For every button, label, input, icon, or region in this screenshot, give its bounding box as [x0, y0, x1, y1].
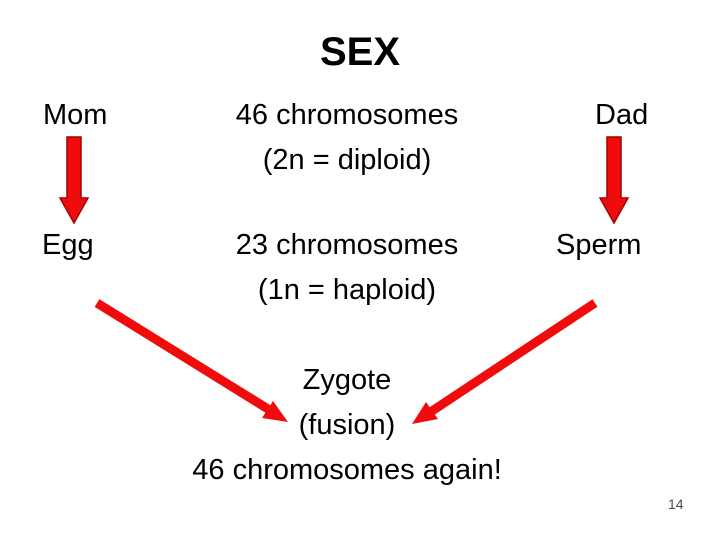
diploid-line-2: (2n = diploid): [262, 144, 432, 176]
egg-label: Egg: [42, 229, 94, 261]
egg-to-zygote-arrow-shaft: [94, 299, 271, 413]
dad-to-sperm-arrow: [598, 136, 630, 225]
sperm-to-zygote-arrow-head: [412, 402, 438, 424]
mom-label: Mom: [43, 99, 108, 131]
zygote-text-block: Zygote (fusion) 46 chromosomes again!: [167, 358, 527, 493]
zygote-line-3: 46 chromosomes again!: [192, 454, 502, 486]
dad-to-sperm-arrow-shape: [598, 136, 630, 225]
diploid-text-block: 46 chromosomes (2n = diploid): [170, 93, 524, 183]
slide-title: SEX: [319, 30, 401, 74]
egg-to-zygote-arrow: [94, 299, 288, 422]
zygote-line-1: Zygote: [302, 364, 392, 396]
sperm-label: Sperm: [556, 229, 642, 261]
sperm-to-zygote-arrow-shaft: [429, 299, 598, 415]
haploid-line-2: (1n = haploid): [257, 274, 437, 306]
haploid-text-block: 23 chromosomes (1n = haploid): [170, 223, 524, 313]
mom-to-egg-arrow: [58, 136, 90, 225]
egg-to-zygote-arrow-head: [262, 401, 288, 422]
haploid-line-1: 23 chromosomes: [235, 229, 459, 261]
sperm-to-zygote-arrow: [412, 299, 598, 424]
zygote-line-2: (fusion): [298, 409, 396, 441]
mom-to-egg-arrow-shape: [58, 136, 90, 225]
diploid-line-1: 46 chromosomes: [235, 99, 459, 131]
slide-page-number: 14: [668, 496, 684, 512]
dad-label: Dad: [595, 99, 649, 131]
